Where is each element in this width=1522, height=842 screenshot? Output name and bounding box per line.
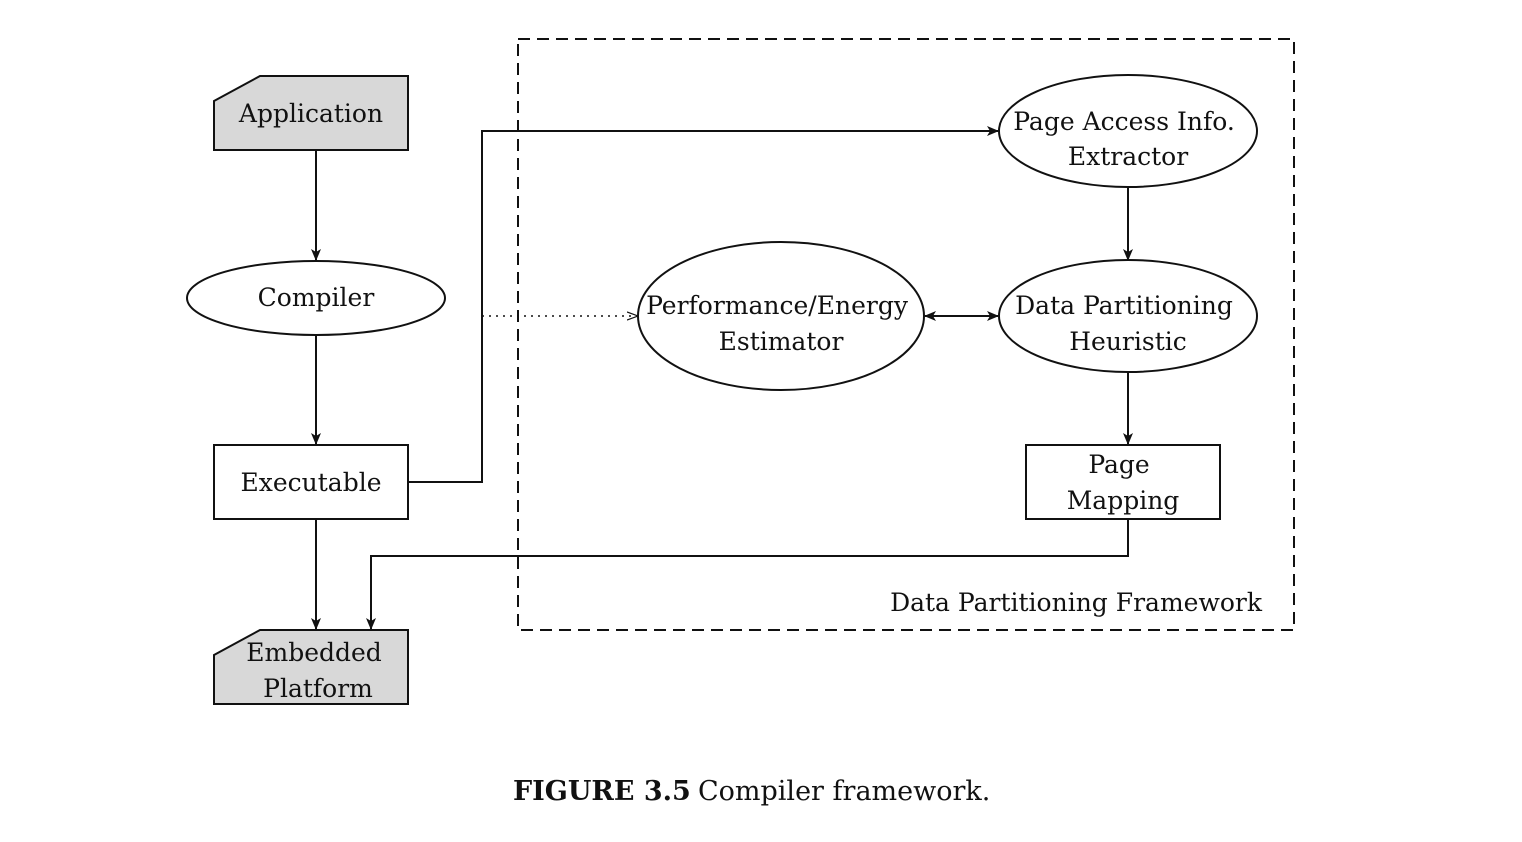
perf-energy-estimator-label-line-1: Performance/Energy bbox=[646, 291, 909, 320]
connectors bbox=[311, 126, 1133, 630]
application-label: Application bbox=[238, 99, 383, 128]
embedded-platform-label-line-1: Embedded bbox=[246, 638, 382, 667]
svg-text:Page Mapping: Page Mapping bbox=[1067, 450, 1180, 515]
framework-label: Data Partitioning Framework bbox=[890, 588, 1263, 617]
application-shape bbox=[213, 75, 409, 151]
executable-node: Executable bbox=[213, 444, 409, 520]
executable-shape bbox=[213, 444, 409, 520]
data-partitioning-heuristic-node: Data Partitioning Heuristic bbox=[998, 259, 1258, 373]
svg-text:Executable: Executable bbox=[241, 468, 382, 497]
figure-caption: FIGURE 3.5 Compiler framework. bbox=[513, 776, 990, 807]
perf-energy-estimator-node: Performance/Energy Estimator bbox=[637, 241, 925, 391]
svg-text:Embedded Platform: Embedded Platform bbox=[246, 638, 390, 703]
compiler-node: Compiler bbox=[186, 260, 446, 336]
svg-text:Compiler: Compiler bbox=[258, 283, 375, 312]
perf-energy-estimator-label-line-2: Estimator bbox=[719, 327, 844, 356]
page-mapping-node: Page Mapping bbox=[1025, 444, 1221, 520]
page-mapping-shape bbox=[1025, 444, 1221, 520]
caption-text: Compiler framework. bbox=[698, 776, 990, 807]
application-node: Application bbox=[213, 75, 409, 151]
framework-boundary bbox=[517, 38, 1295, 631]
caption-label: FIGURE 3.5 bbox=[513, 776, 691, 807]
page-mapping-label-line-1: Page bbox=[1088, 450, 1149, 479]
svg-text:Data Partitioning Heuris: Data Partitioning Heuristic bbox=[1015, 291, 1241, 356]
embedded-platform-label-line-2: Platform bbox=[263, 674, 373, 703]
page-mapping-label-line-2: Mapping bbox=[1067, 486, 1180, 515]
svg-text:Application: Application bbox=[238, 99, 383, 128]
compiler-label: Compiler bbox=[258, 283, 375, 312]
data-partitioning-heuristic-label-line-2: Heuristic bbox=[1069, 327, 1187, 356]
page-access-extractor-node: Page Access Info. Extractor bbox=[998, 74, 1258, 188]
compiler-shape bbox=[186, 260, 446, 336]
arrow-page-mapping-to-embedded-platform bbox=[366, 520, 1129, 630]
page-access-extractor-label-line-1: Page Access Info. bbox=[1013, 107, 1235, 136]
page-access-extractor-shape bbox=[998, 74, 1258, 188]
embedded-platform-shape bbox=[213, 629, 409, 705]
executable-label: Executable bbox=[241, 468, 382, 497]
embedded-platform-node: Embedded Platform bbox=[213, 629, 409, 705]
arrow-executable-to-page-access-extractor bbox=[409, 126, 999, 483]
data-partitioning-heuristic-label-line-1: Data Partitioning bbox=[1015, 291, 1233, 320]
perf-energy-estimator-shape bbox=[637, 241, 925, 391]
page-access-extractor-label-line-2: Extractor bbox=[1068, 142, 1188, 171]
svg-text:Page Access Info. Extrac: Page Access Info. Extractor bbox=[1013, 107, 1243, 171]
data-partitioning-heuristic-shape bbox=[998, 259, 1258, 373]
svg-text:Performance/Energy Estim: Performance/Energy Estimator bbox=[646, 291, 916, 356]
